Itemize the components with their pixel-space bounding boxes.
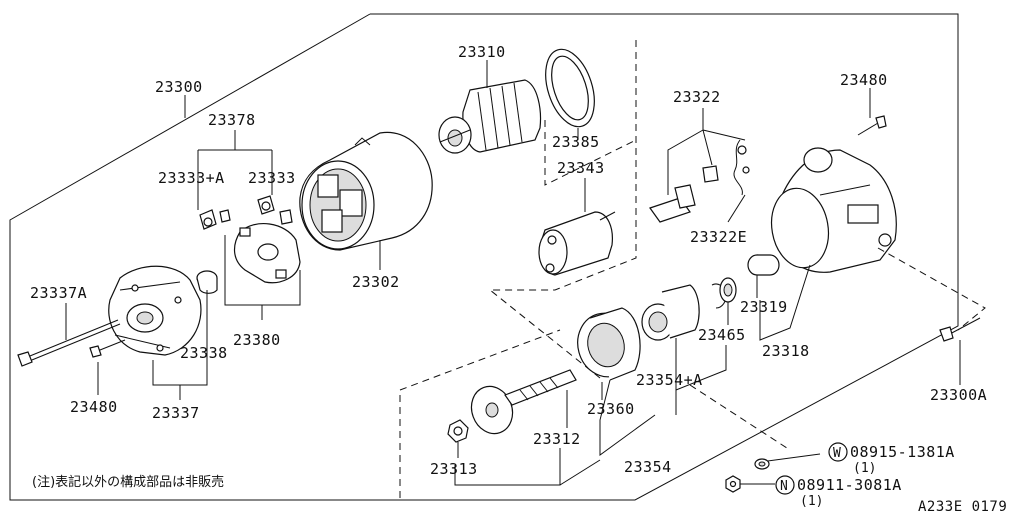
leader-lines (65, 60, 961, 500)
label-23322: 23322 (673, 88, 721, 106)
frame-outline (9, 13, 959, 501)
label-23333a: 23333+A (158, 169, 225, 187)
label-23338: 23338 (180, 344, 228, 362)
solenoid-23343 (538, 211, 616, 276)
label-23337a: 23337A (30, 284, 87, 302)
label-23337: 23337 (152, 404, 200, 422)
label-23465: 23465 (698, 326, 746, 344)
w-symbol-icon (828, 442, 848, 462)
brush-holder-23380 (234, 223, 301, 284)
label-washer-code: 08915-1381A (850, 443, 955, 461)
label-23302: 23302 (352, 273, 400, 291)
label-23354a: 23354+A (636, 371, 703, 389)
lever-23322 (649, 139, 750, 223)
dashed-link-23300a (877, 247, 986, 331)
nut-icon (725, 475, 741, 493)
bolt-23300a (939, 317, 981, 342)
n-symbol-icon (775, 475, 795, 495)
label-nut-qty: (1) (800, 494, 823, 509)
label-23378: 23378 (208, 111, 256, 129)
label-23310: 23310 (458, 43, 506, 61)
label-23300a: 23300A (930, 386, 987, 404)
label-23385: 23385 (552, 133, 600, 151)
label-23354: 23354 (624, 458, 672, 476)
yoke-23302 (299, 131, 433, 251)
label-23480-left: 23480 (70, 398, 118, 416)
label-23343: 23343 (557, 159, 605, 177)
label-washer-qty: (1) (853, 461, 876, 476)
note-text: (注)表記以外の構成部品は非販売 (32, 474, 224, 490)
bushing-23338 (196, 270, 218, 294)
gear-case-23360 (577, 307, 641, 381)
n-symbol: N (780, 479, 788, 494)
label-23313: 23313 (430, 460, 478, 478)
end-frame-23337 (108, 265, 202, 356)
label-23322e: 23322E (690, 228, 747, 246)
label-23300: 23300 (155, 78, 203, 96)
subframe-dashed-link (544, 120, 637, 186)
label-23319: 23319 (740, 298, 788, 316)
nut-23313 (447, 419, 469, 443)
clutch-23354 (641, 284, 700, 341)
pinion-shaft-23312 (470, 369, 577, 435)
housing-23318 (770, 147, 897, 273)
subframe-dashed-upper (488, 40, 637, 379)
brush-23333a (199, 209, 231, 230)
label-23380: 23380 (233, 331, 281, 349)
w-symbol: W (833, 446, 841, 461)
ring-23385 (545, 48, 595, 128)
washer-icon (754, 458, 770, 470)
label-23360: 23360 (587, 400, 635, 418)
bushing-23319 (747, 254, 780, 276)
armature-23310 (438, 79, 542, 154)
bolt-23337a (17, 319, 121, 367)
label-23333: 23333 (248, 169, 296, 187)
label-23318: 23318 (762, 342, 810, 360)
label-23480-right: 23480 (840, 71, 888, 89)
figure-code: A233E 0179 (918, 499, 1007, 512)
snap-ring-23465 (711, 277, 737, 309)
bolt-23480-right (857, 115, 887, 136)
label-nut-code: 08911-3081A (797, 476, 902, 494)
bolt-23480-left (89, 339, 126, 358)
brush-23333 (257, 195, 293, 225)
label-23312: 23312 (533, 430, 581, 448)
